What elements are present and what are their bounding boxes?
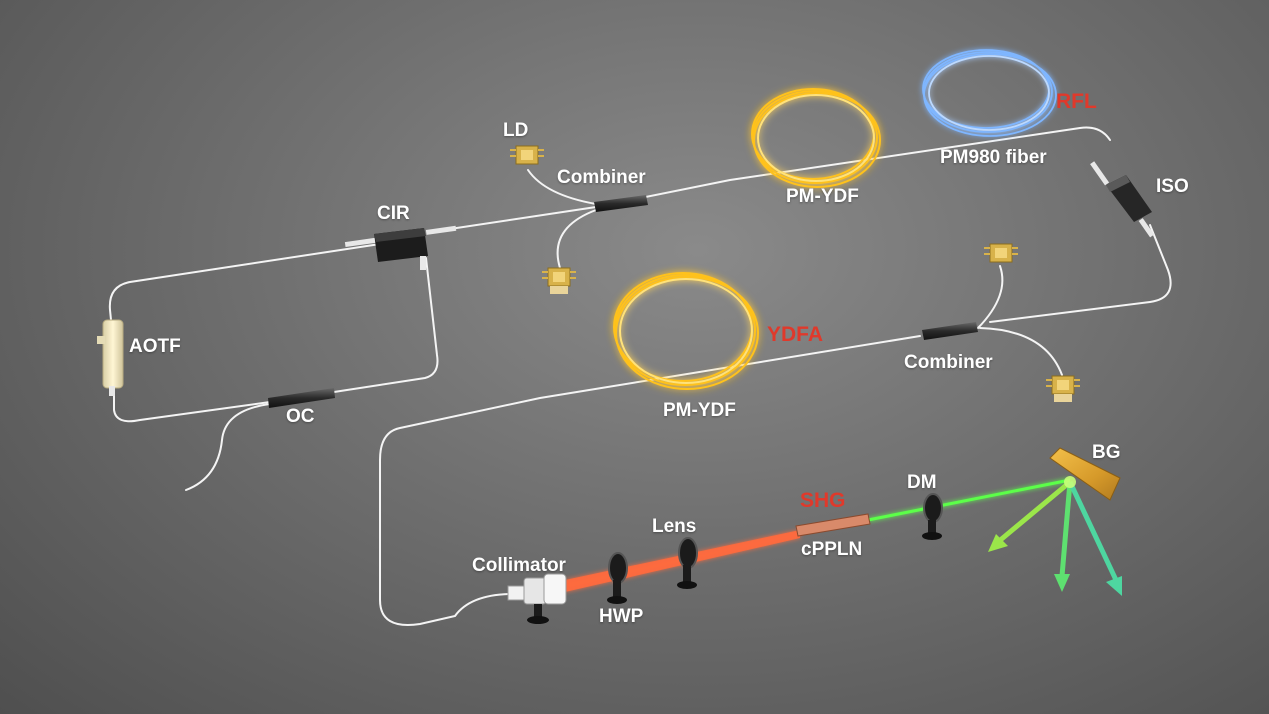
combiner-bottom — [922, 322, 978, 340]
fiber-aotf-down — [113, 383, 271, 423]
fiber-cir-left — [108, 243, 381, 331]
label-aotf: AOTF — [129, 336, 181, 357]
fiber-paths — [108, 126, 1172, 626]
pm-ydf-top-coil — [751, 88, 881, 188]
cppln-crystal — [795, 513, 871, 537]
collimator — [507, 573, 567, 624]
lens-mount — [677, 537, 698, 589]
label-iso: ISO — [1156, 176, 1189, 197]
fiber-lower-main — [379, 335, 921, 626]
blazed-grating — [1049, 447, 1121, 501]
label-cppln: cPPLN — [801, 539, 863, 560]
label-oc: OC — [286, 406, 315, 427]
green-beam — [867, 478, 1071, 522]
fiber-upper-main — [429, 126, 1111, 233]
label-pm980-fiber: PM980 fiber — [940, 147, 1047, 168]
label-ydfa: YDFA — [767, 323, 824, 346]
label-pm-ydf-bottom: PM-YDF — [663, 400, 736, 421]
label-collimator: Collimator — [472, 555, 566, 576]
ld-package-right-top — [984, 243, 1018, 263]
label-lens: Lens — [652, 516, 697, 537]
circulator — [344, 225, 457, 270]
label-cir: CIR — [377, 203, 410, 224]
label-combiner-bottom: Combiner — [904, 352, 993, 373]
diffracted-beams — [988, 480, 1122, 596]
fiber-oc-right — [333, 257, 439, 393]
label-ld: LD — [503, 120, 529, 141]
ld-package-top — [510, 145, 544, 165]
pm-ydf-bottom-coil — [613, 272, 759, 390]
fiber-ld-right-top — [977, 265, 1004, 329]
combiner-top — [594, 195, 648, 212]
label-combiner-top: Combiner — [557, 167, 646, 188]
fiber-ld-top — [527, 169, 597, 205]
label-dm: DM — [907, 472, 937, 493]
fiber-ld-bottom — [556, 209, 597, 269]
ld-package-bottom — [542, 267, 576, 294]
label-pm-ydf-top: PM-YDF — [786, 186, 859, 207]
ld-package-right-bottom — [1046, 375, 1080, 402]
isolator — [1090, 161, 1155, 238]
fiber-oc-tail — [185, 403, 271, 491]
label-shg: SHG — [800, 489, 846, 512]
hwp-mount — [607, 552, 628, 604]
fiber-iso-down — [989, 224, 1172, 323]
fiber-ld-right-bottom — [979, 327, 1063, 376]
label-hwp: HWP — [599, 606, 644, 627]
aotf-device — [97, 319, 124, 396]
label-rfl: RFL — [1056, 90, 1097, 113]
output-coupler — [268, 388, 335, 408]
pm980-fiber-coil — [922, 49, 1057, 137]
dichroic-mirror — [922, 493, 943, 540]
label-bg: BG — [1092, 442, 1121, 463]
